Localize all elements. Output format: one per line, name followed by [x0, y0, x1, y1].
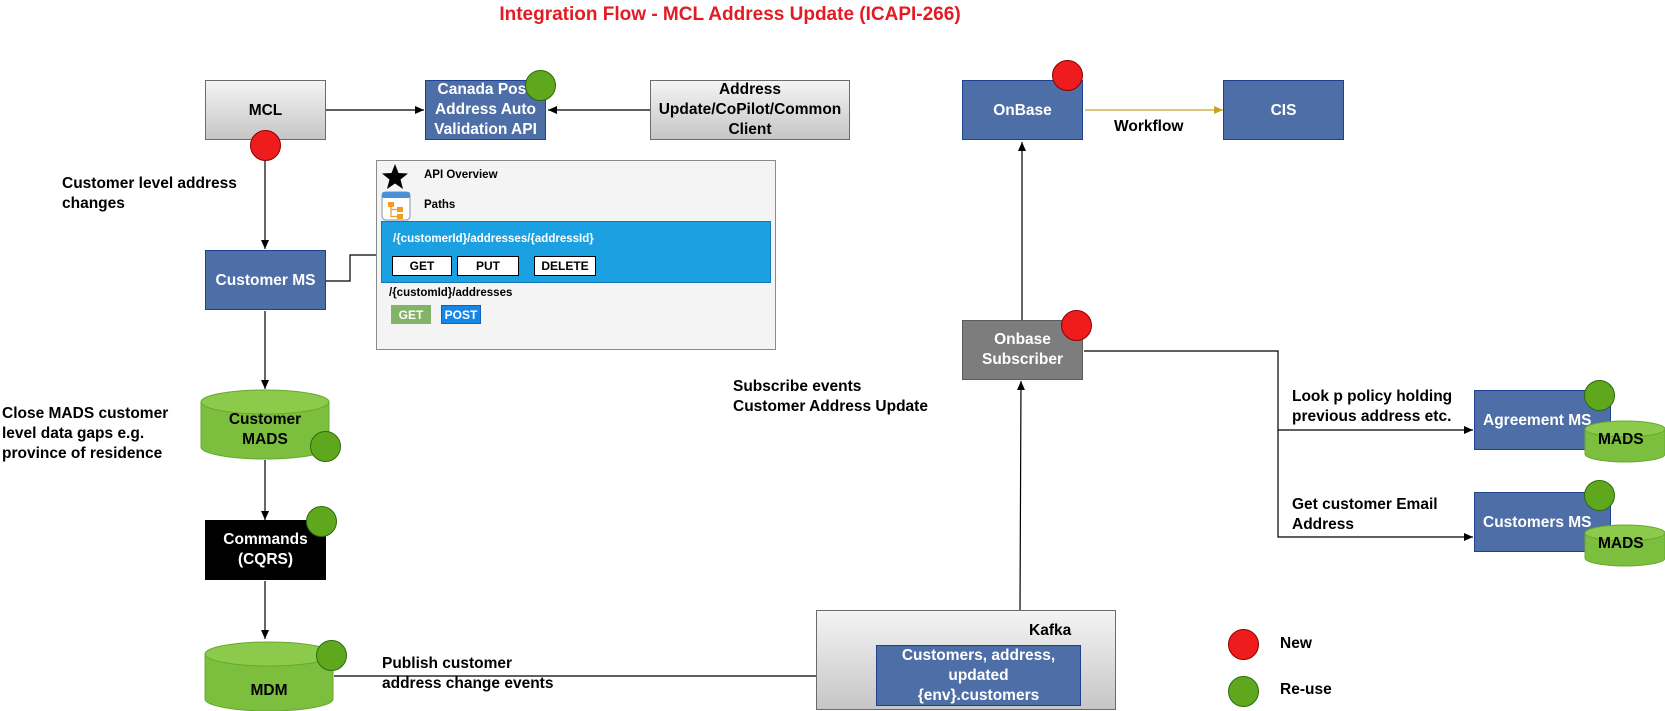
annotation-customer-level: Customer level address changes	[62, 174, 237, 214]
publish-line2: address change events	[382, 675, 554, 692]
api-overview-label: API Overview	[424, 169, 498, 181]
path1-bar: /{customerId}/addresses/{addressId} GET …	[381, 221, 771, 283]
agreement-mads-cylinder	[1584, 420, 1665, 463]
star-icon	[382, 164, 408, 189]
node-customer-mads: Customer MADS	[201, 408, 329, 452]
path1-label: /{customerId}/addresses/{addressId}	[393, 233, 594, 245]
close-mads-line3: province of residence	[2, 445, 163, 462]
node-mcl: MCL	[205, 80, 326, 140]
node-customer-ms: Customer MS	[205, 250, 326, 310]
status-reuse-customer-mads	[310, 431, 341, 462]
node-cis: CIS	[1223, 80, 1344, 140]
annotation-get-email: Get customer Email Address	[1292, 495, 1438, 535]
annotation-publish: Publish customer address change events	[382, 654, 553, 694]
topic-line2: updated	[948, 666, 1009, 684]
status-reuse-mdm	[316, 640, 347, 671]
canada-post-line3: Validation API	[434, 121, 537, 138]
path2-label: /{customId}/addresses	[389, 287, 513, 299]
close-mads-line2: level data gaps e.g.	[2, 425, 145, 442]
node-kafka-topic: Customers, address, updated {env}.custom…	[876, 645, 1081, 706]
customers-mads-cylinder	[1584, 524, 1665, 567]
customer-level-line1: Customer level address	[62, 175, 237, 192]
paths-label: Paths	[424, 199, 456, 211]
path2-post-button[interactable]: POST	[441, 305, 481, 324]
node-mdm: MDM	[250, 681, 288, 699]
topic-line1: Customers, address,	[901, 646, 1056, 664]
customer-mads-cylinder	[200, 389, 330, 460]
legend-reuse-label: Re-use	[1280, 681, 1332, 698]
lookup-line1: Look p policy holding	[1292, 388, 1453, 405]
publish-line1: Publish customer	[382, 655, 513, 672]
kafka-label: Kafka	[1029, 622, 1072, 639]
subscribe-line2: Customer Address Update	[733, 398, 928, 415]
commands-line2: (CQRS)	[237, 551, 294, 568]
get-email-line1: Get customer Email	[1292, 496, 1438, 513]
node-commands: Commands (CQRS)	[205, 520, 326, 580]
label-mads-customers: MADS	[1598, 535, 1644, 552]
lookup-line2: previous address etc.	[1292, 408, 1452, 425]
canada-post-line2: Address Auto	[434, 101, 537, 118]
label-workflow: Workflow	[1114, 118, 1184, 135]
edge-subscriber-agreement	[1084, 350, 1473, 434]
status-new-mcl	[250, 130, 281, 161]
annotation-close-mads: Close MADS customer level data gaps e.g.…	[2, 404, 168, 464]
annotation-subscribe: Subscribe events Customer Address Update	[733, 377, 928, 417]
get-email-line2: Address	[1292, 516, 1355, 533]
mads-line1: Customer	[228, 411, 302, 428]
node-address-update: Address Update/CoPilot/Common Client	[650, 80, 850, 140]
status-new-onbase-subscriber	[1061, 310, 1092, 341]
annotation-lookup: Look p policy holding previous address e…	[1292, 387, 1452, 427]
node-canada-post: Canada Post Address Auto Validation API	[425, 80, 546, 140]
legend-new-label: New	[1280, 635, 1312, 652]
status-reuse-agreement	[1584, 380, 1615, 411]
close-mads-line1: Close MADS customer	[2, 405, 169, 422]
legend-reuse-icon	[1228, 676, 1259, 707]
edge-subscriber-customers	[1277, 430, 1473, 541]
address-update-line3: Client	[728, 121, 772, 138]
path1-put-button[interactable]: PUT	[457, 256, 519, 276]
subscriber-line1: Onbase	[994, 331, 1051, 348]
commands-line1: Commands	[223, 531, 308, 548]
status-reuse-commands	[306, 506, 337, 537]
customer-level-line2: changes	[62, 195, 125, 212]
paths-icon	[381, 191, 411, 221]
subscribe-line1: Subscribe events	[733, 378, 862, 395]
mdm-cylinder	[204, 641, 334, 711]
status-new-onbase	[1052, 60, 1083, 91]
status-reuse-canada-post	[525, 70, 556, 101]
address-update-line2: Update/CoPilot/Common	[658, 101, 842, 118]
mads-line2: MADS	[242, 431, 288, 448]
path1-get-button[interactable]: GET	[392, 256, 452, 276]
status-reuse-customers	[1584, 480, 1615, 511]
subscriber-line2: Subscriber	[982, 351, 1063, 368]
node-onbase: OnBase	[962, 80, 1083, 140]
path2-get-button[interactable]: GET	[391, 305, 431, 324]
label-mads-agreement: MADS	[1598, 431, 1644, 448]
diagram-title: Integration Flow - MCL Address Update (I…	[499, 4, 961, 25]
path1-delete-button[interactable]: DELETE	[534, 256, 596, 276]
edge-customer-ms-api-panel	[326, 254, 376, 282]
canada-post-line1: Canada Post	[437, 81, 532, 98]
api-overview-panel: API Overview Paths /{customerId}/address…	[376, 160, 776, 350]
edge-kafka-subscriber	[1016, 380, 1025, 611]
topic-line3: {env}.customers	[917, 686, 1040, 704]
legend-new-icon	[1228, 629, 1259, 660]
address-update-line1: Address	[718, 81, 782, 98]
